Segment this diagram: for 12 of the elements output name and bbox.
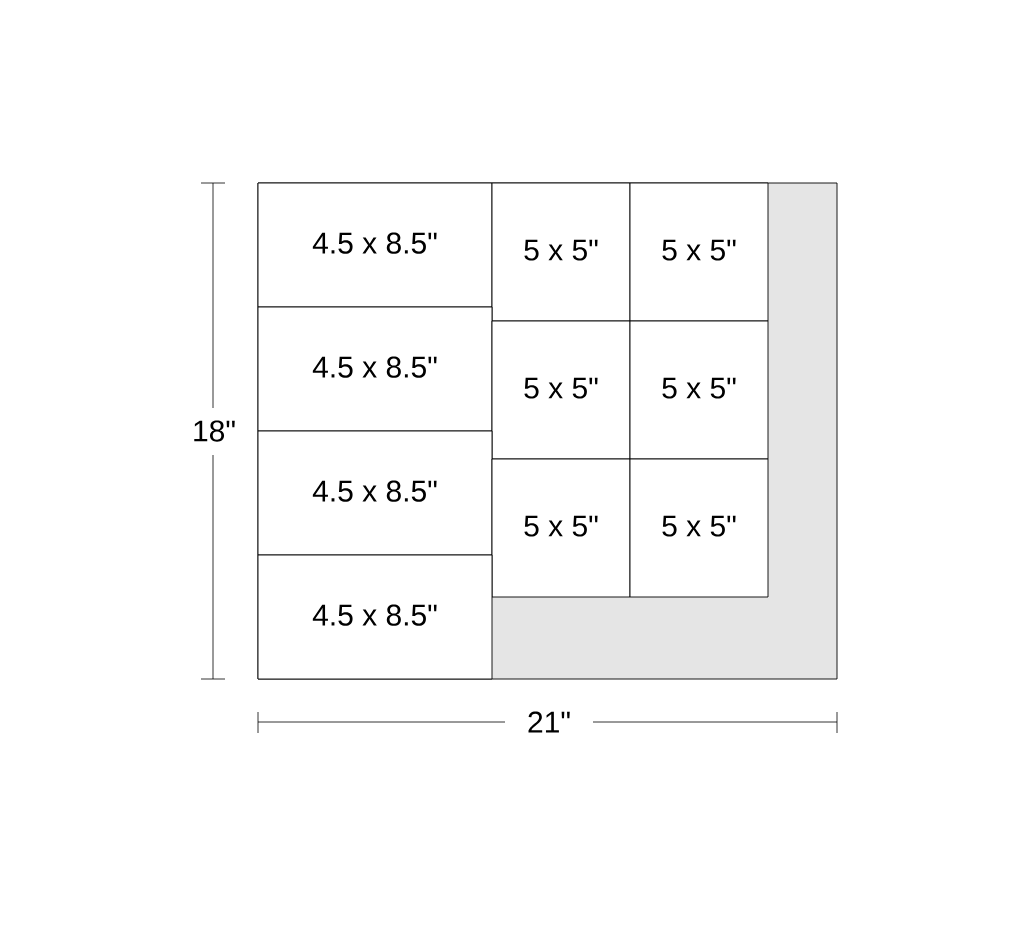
dimension-label: 18" (194, 420, 235, 442)
text-box: 5 x 5" (491, 182, 631, 322)
text-box: 5 x 5" (491, 458, 631, 598)
text-box: 4.5 x 8.5" (257, 306, 493, 432)
text-box: 5 x 5" (491, 320, 631, 460)
dimension-label: 21" (528, 711, 570, 733)
text-box: 5 x 5" (629, 458, 769, 598)
text-box: 5 x 5" (629, 320, 769, 460)
text-box: 4.5 x 8.5" (257, 554, 493, 680)
text-box: 4.5 x 8.5" (257, 182, 493, 308)
text-box: 5 x 5" (629, 182, 769, 322)
text-box: 4.5 x 8.5" (257, 430, 493, 556)
